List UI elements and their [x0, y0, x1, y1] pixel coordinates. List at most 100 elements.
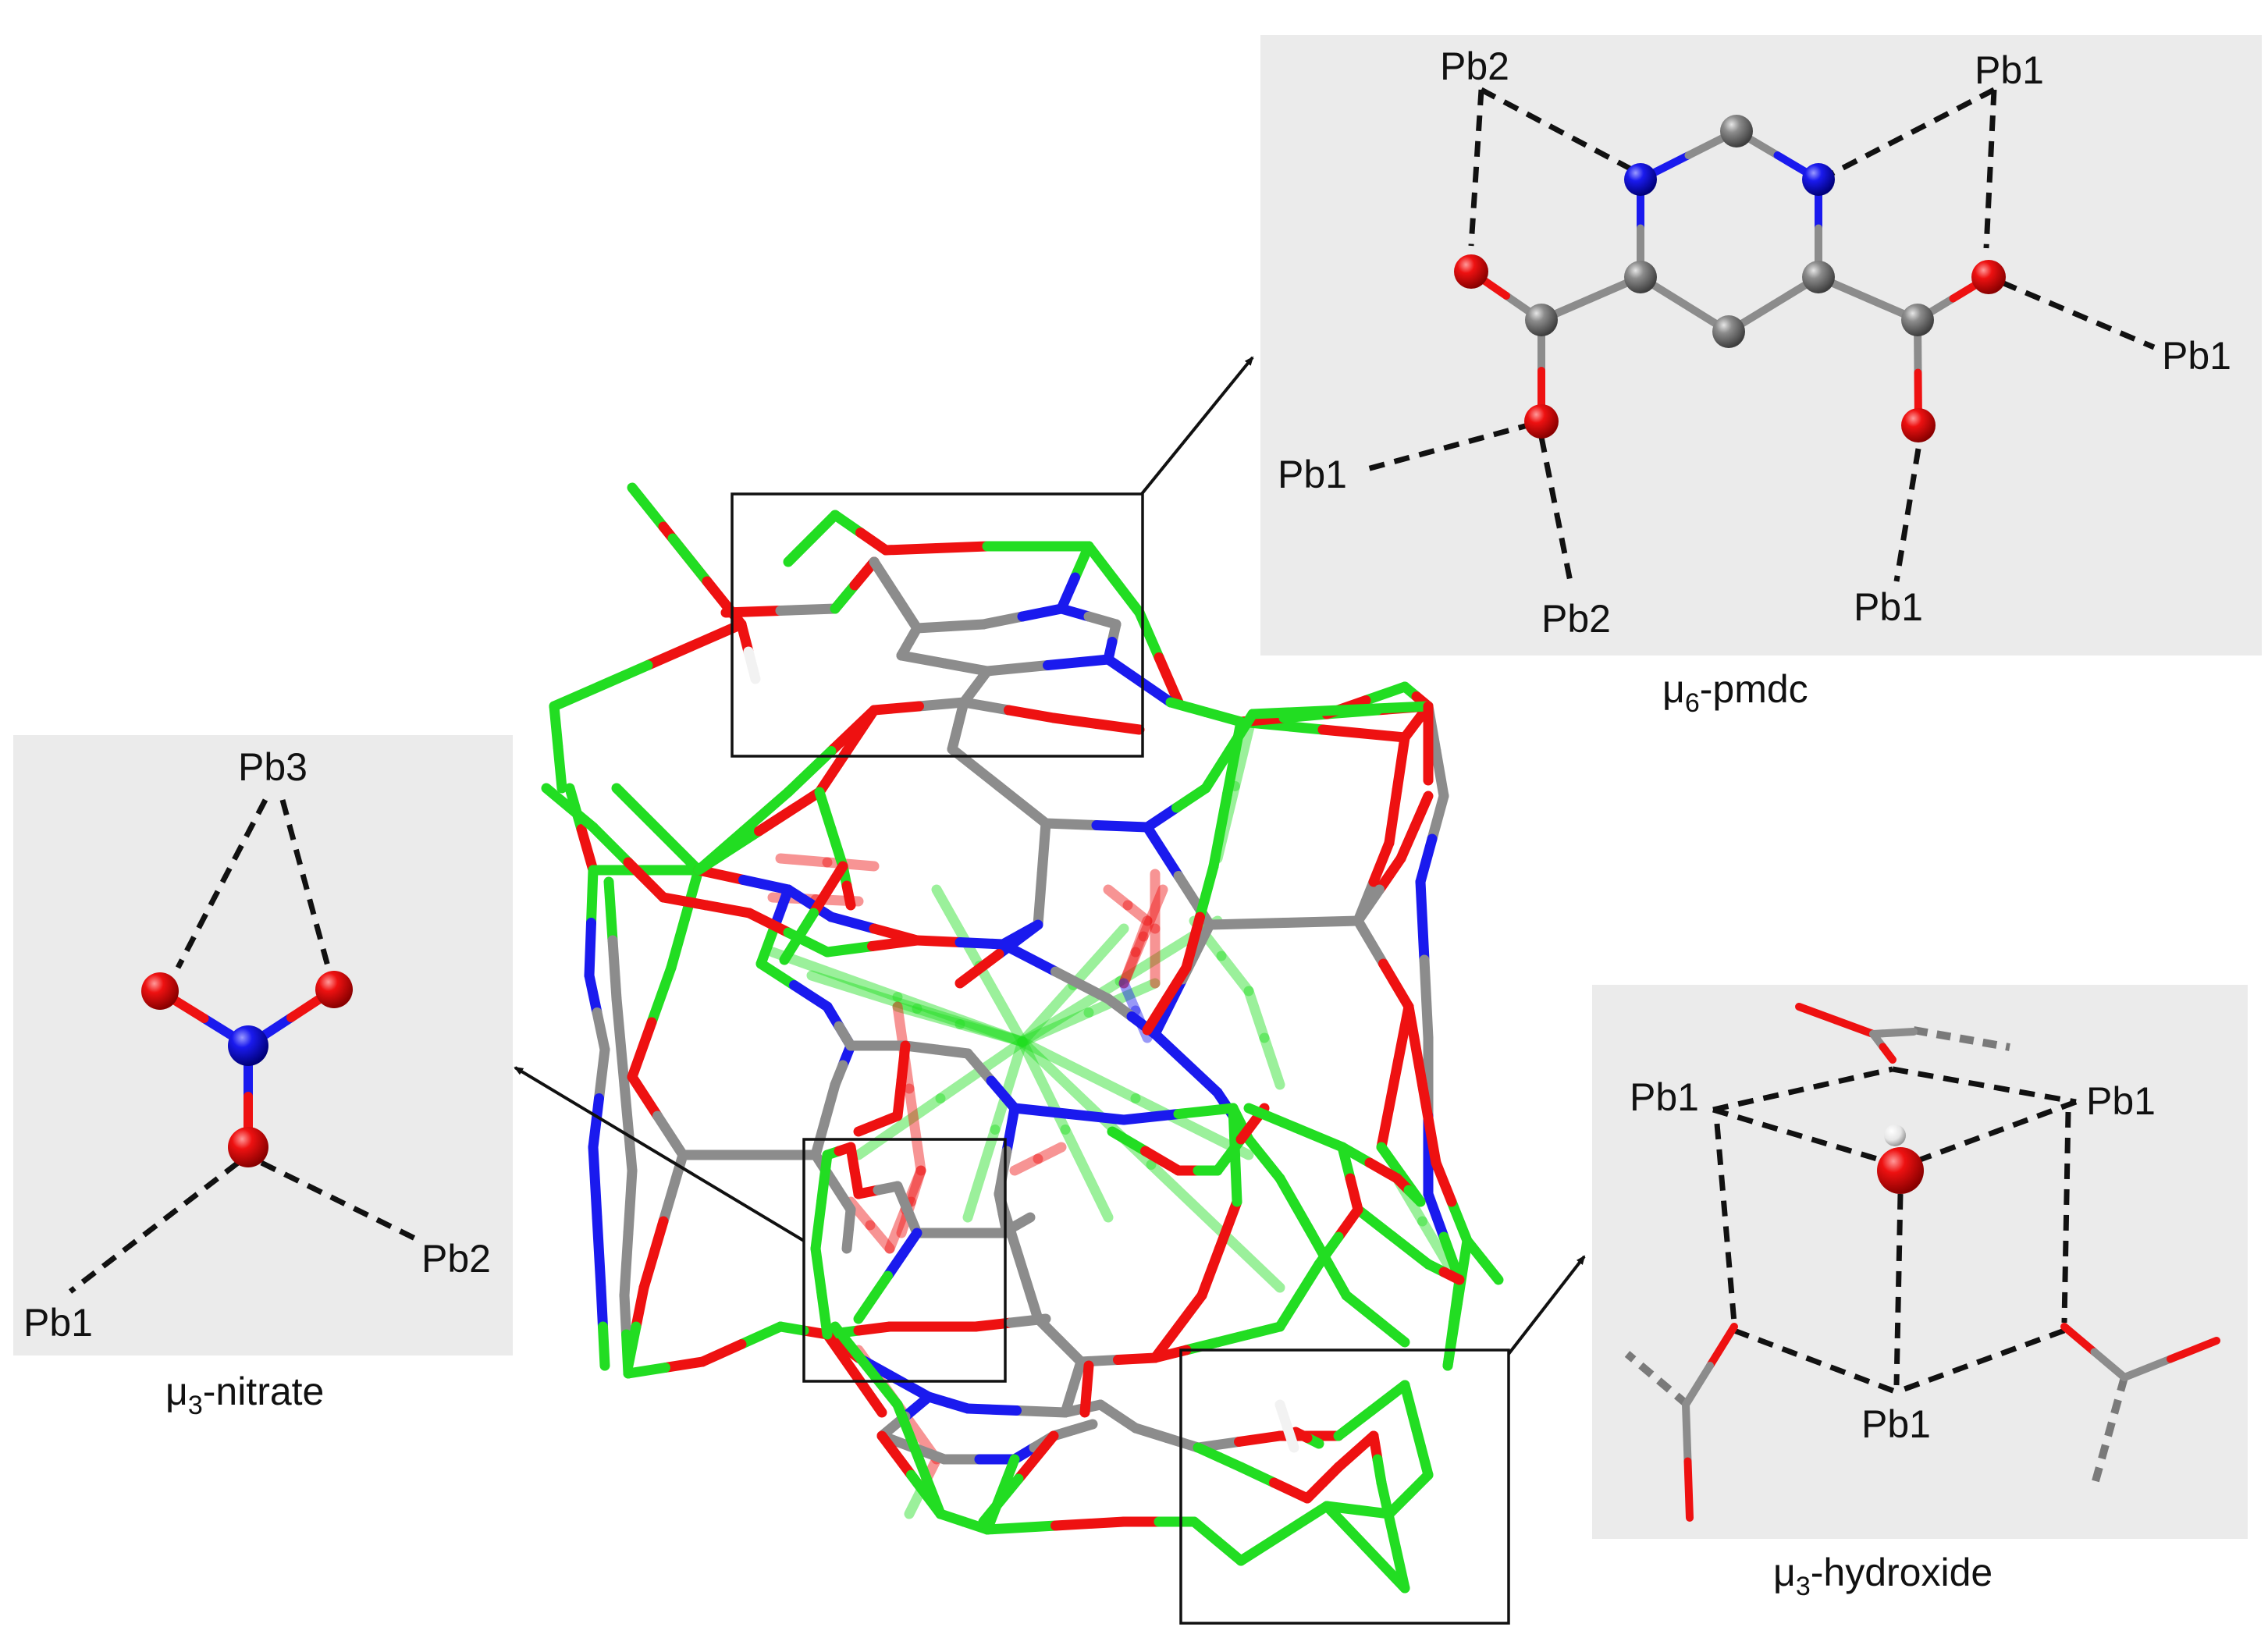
cluster-bond	[666, 914, 690, 973]
cluster-bond	[1142, 993, 1172, 1036]
cluster-bond	[667, 533, 713, 587]
cluster-bond	[826, 911, 880, 934]
cluster-bond	[652, 1110, 688, 1160]
cluster-bond	[576, 824, 599, 876]
pmdc-atom-ob1	[1971, 260, 2006, 294]
pmdc-atom-oa2	[1524, 404, 1559, 439]
cluster-bond	[754, 787, 825, 837]
cluster-bond	[1333, 1405, 1377, 1441]
cluster-bond	[1173, 1290, 1207, 1332]
arrow-to-nitrate	[514, 1066, 805, 1242]
cluster-bond	[1364, 1157, 1402, 1184]
cluster-bond	[1040, 818, 1102, 830]
zoom-box-pmdc	[731, 492, 1144, 758]
cluster-bond	[1212, 1536, 1246, 1566]
cluster-bond	[642, 619, 747, 670]
hydroxide-bonds	[1682, 1003, 2220, 1522]
cluster-bond	[1395, 822, 1420, 864]
cluster-bond	[1324, 1259, 1352, 1301]
cluster-bond	[770, 884, 794, 932]
cluster-bond-translucent	[1138, 884, 1168, 942]
cluster-bond	[958, 697, 1014, 716]
cluster-bond	[594, 1044, 610, 1103]
zoom-box-hydroxide	[1179, 1348, 1510, 1625]
cluster-bond	[1399, 1380, 1422, 1435]
cluster-bond	[1173, 1103, 1239, 1119]
cluster-bond	[1005, 1313, 1051, 1328]
cluster-bond	[1427, 791, 1449, 844]
cluster-bond	[896, 1040, 911, 1086]
hydroxide-atom-h	[1884, 1125, 1906, 1146]
pmdc-atom-c5	[1712, 315, 1745, 348]
cluster-bond	[1200, 746, 1235, 794]
cluster-bond	[822, 1329, 860, 1379]
cluster-bond-translucent	[904, 1083, 926, 1176]
cluster-bond	[1091, 820, 1153, 833]
cluster-bond	[1417, 1079, 1441, 1168]
cluster-bond	[1103, 637, 1118, 665]
cluster-bond-translucent	[1216, 950, 1254, 997]
hydroxide-bond	[2120, 1355, 2174, 1381]
cluster-bond	[841, 705, 880, 756]
cluster-bond	[1134, 676, 1176, 708]
cluster-bond	[1161, 962, 1192, 1004]
cluster-bond	[541, 783, 575, 813]
cluster-bond	[1290, 1122, 1348, 1153]
cluster-bond	[783, 746, 837, 798]
cluster-bond-translucent	[884, 1204, 911, 1254]
cluster-bond	[954, 937, 1008, 950]
cluster-bond	[592, 1007, 610, 1055]
cluster-bond	[945, 619, 989, 631]
cluster-bond	[1274, 1399, 1292, 1431]
cluster-bond	[783, 927, 833, 958]
hydroxide-label-pb1-right: Pb1	[2086, 1079, 2156, 1123]
cluster-bond	[816, 1149, 833, 1207]
cluster-bond-translucent	[1068, 923, 1129, 990]
cluster-bond-translucent	[892, 992, 1028, 1047]
nitrate-caption: μ3-nitrate	[165, 1370, 324, 1420]
hydroxide-bond	[1832, 1016, 1877, 1038]
cluster-bond	[1335, 701, 1434, 716]
cluster-bond	[1438, 1267, 1465, 1285]
pmdc-atom-cb	[1901, 304, 1934, 336]
cluster-bond-translucent	[1118, 947, 1141, 989]
cluster-bond	[1118, 1109, 1184, 1125]
cluster-bond	[828, 1177, 856, 1215]
cluster-bond	[623, 1165, 638, 1238]
cluster-bond	[880, 543, 942, 556]
cluster-bond	[720, 606, 786, 618]
cluster-bond	[592, 1212, 606, 1293]
cluster-bond	[603, 876, 618, 946]
cluster-bond-translucent	[1259, 1032, 1285, 1090]
cluster-bond	[1004, 705, 1059, 723]
cluster-bond	[1314, 1231, 1344, 1270]
cluster-bond	[1017, 603, 1067, 622]
cluster-bond	[1103, 654, 1145, 686]
hydroxide-bond	[1682, 1362, 1714, 1409]
cluster-bond	[1290, 1200, 1317, 1238]
cluster-bond	[652, 824, 704, 876]
pmdc-label-pb1-left: Pb1	[1278, 453, 1347, 496]
cluster-bond	[1423, 1189, 1449, 1242]
cluster-bond	[896, 650, 950, 669]
cluster-bond	[783, 533, 817, 567]
cluster-bond	[1410, 791, 1434, 833]
cluster-bond	[1140, 1146, 1184, 1176]
cluster-bond	[1142, 802, 1182, 833]
cluster-bond-translucent	[931, 884, 985, 971]
cluster-bond	[1415, 876, 1430, 965]
hydroxide-label-pb1-bottom: Pb1	[1861, 1402, 1931, 1446]
cluster-bond-translucent	[865, 1220, 895, 1254]
cluster-bond	[1130, 1423, 1172, 1443]
cluster-bond	[892, 1399, 924, 1465]
cluster-bond	[1109, 574, 1145, 618]
cluster-bond-translucent	[1017, 1007, 1094, 1047]
cluster-bond	[775, 603, 841, 616]
pmdc-atom-oa1	[1454, 254, 1488, 289]
cluster-bond	[986, 1075, 1020, 1114]
panel-nitrate: Pb3 Pb1 Pb2 μ3-nitrate	[13, 735, 513, 1420]
cluster-bond	[978, 611, 1028, 630]
cluster-bond	[755, 922, 780, 969]
cluster-bond	[841, 880, 856, 911]
